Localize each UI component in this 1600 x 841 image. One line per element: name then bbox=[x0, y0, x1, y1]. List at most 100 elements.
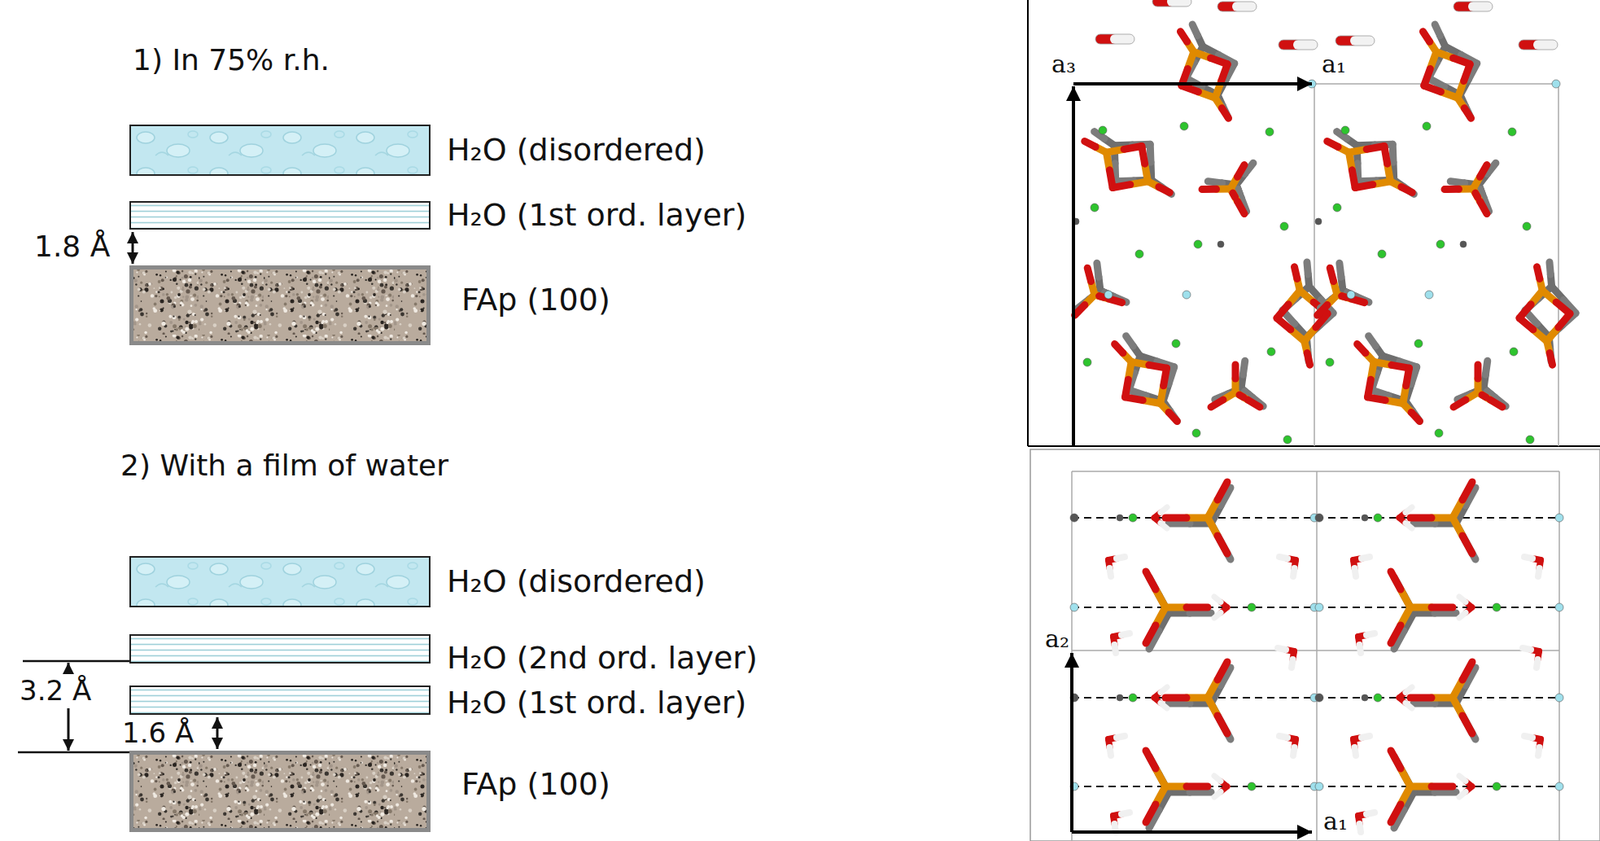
phosphate-group bbox=[1165, 481, 1231, 560]
bond bbox=[1217, 535, 1228, 554]
atom bbox=[1116, 694, 1124, 701]
bond bbox=[1519, 304, 1531, 319]
bond bbox=[1361, 556, 1370, 559]
bond bbox=[1410, 514, 1432, 522]
bond bbox=[1481, 394, 1487, 398]
bond bbox=[1390, 571, 1401, 590]
bond bbox=[1355, 747, 1357, 756]
atom bbox=[1315, 513, 1324, 522]
bond bbox=[1145, 804, 1156, 822]
bond bbox=[1217, 661, 1228, 680]
bond bbox=[1357, 344, 1366, 354]
bond bbox=[1230, 188, 1238, 202]
bond bbox=[1368, 336, 1377, 346]
water-molecule bbox=[1398, 507, 1413, 529]
bond bbox=[1168, 411, 1177, 421]
bond bbox=[1522, 647, 1531, 650]
atom bbox=[1135, 249, 1144, 258]
water-molecule bbox=[1154, 686, 1168, 709]
axis-label: a₂ bbox=[1044, 626, 1070, 652]
bond bbox=[1342, 296, 1347, 298]
dimension-arrow bbox=[67, 708, 70, 751]
layer-label: H₂O (disordered) bbox=[446, 564, 706, 599]
reference-line bbox=[22, 660, 130, 663]
atom bbox=[1361, 694, 1369, 701]
phosphate-group bbox=[1410, 481, 1476, 560]
water-band: H₂O (disordered) bbox=[129, 124, 431, 176]
atom bbox=[1104, 290, 1113, 299]
atom bbox=[1192, 428, 1201, 438]
water-molecule bbox=[1152, 0, 1192, 7]
bond bbox=[1165, 514, 1187, 522]
bond bbox=[1524, 556, 1533, 559]
bond bbox=[1474, 364, 1482, 379]
bond bbox=[1524, 735, 1533, 738]
bond bbox=[1237, 201, 1244, 214]
band-fill bbox=[131, 202, 429, 228]
bond bbox=[1487, 391, 1492, 395]
bond bbox=[1307, 353, 1310, 366]
outline bbox=[1278, 39, 1318, 50]
outline bbox=[1217, 1, 1257, 12]
molecules bbox=[1070, 0, 1576, 832]
bond bbox=[1410, 694, 1432, 702]
water-molecule bbox=[1358, 812, 1375, 832]
bond bbox=[1390, 625, 1401, 643]
water-molecule bbox=[1518, 39, 1558, 50]
atom bbox=[1361, 514, 1369, 521]
water-molecule bbox=[1524, 735, 1541, 756]
axis-arrows bbox=[1071, 83, 1312, 832]
water-molecule bbox=[1113, 633, 1130, 653]
bond bbox=[1121, 812, 1130, 814]
bond bbox=[1293, 747, 1295, 756]
dimension-label: 1.6 Å bbox=[122, 718, 194, 747]
panel-border bbox=[1027, 0, 1029, 446]
dimension-arrow bbox=[131, 231, 135, 264]
water-molecule bbox=[1108, 556, 1125, 577]
phosphate-group bbox=[1180, 24, 1234, 119]
bond bbox=[1444, 185, 1459, 193]
water-molecule bbox=[1214, 775, 1228, 797]
atom bbox=[1555, 693, 1564, 702]
dashed-rows bbox=[1071, 517, 1563, 787]
ordered-layer-band: H₂O (1st ord. layer) bbox=[129, 201, 431, 230]
atom bbox=[1083, 358, 1092, 367]
phosphate-group bbox=[1210, 360, 1264, 407]
phosphate-group bbox=[1202, 162, 1254, 214]
bond bbox=[1459, 775, 1466, 782]
bond bbox=[1126, 336, 1134, 346]
band-fill bbox=[131, 557, 429, 606]
water-molecule bbox=[1108, 735, 1125, 756]
bond bbox=[1475, 192, 1478, 197]
atom bbox=[1555, 513, 1564, 522]
atom bbox=[1460, 240, 1467, 248]
bond bbox=[1237, 188, 1240, 193]
atom bbox=[1247, 603, 1256, 612]
bond bbox=[1459, 596, 1466, 603]
atom bbox=[1522, 222, 1531, 231]
outline bbox=[1335, 35, 1375, 46]
bond bbox=[1232, 192, 1236, 197]
atom bbox=[1414, 339, 1423, 348]
bond bbox=[1434, 24, 1440, 36]
axis-label: a₁ bbox=[1323, 808, 1348, 834]
bond bbox=[1406, 367, 1410, 386]
ordered-layer-band: H₂O (2nd ord. layer) bbox=[129, 633, 431, 664]
bond bbox=[1405, 507, 1413, 513]
bond bbox=[1207, 181, 1222, 184]
water-molecule bbox=[1217, 1, 1257, 12]
bond bbox=[1462, 715, 1473, 734]
water-molecule bbox=[1524, 556, 1541, 577]
bond bbox=[1359, 644, 1362, 653]
bond bbox=[1411, 411, 1420, 421]
bond bbox=[1192, 24, 1198, 36]
substrate-block: FAp (100) bbox=[129, 750, 431, 832]
bond bbox=[1235, 392, 1248, 400]
bond bbox=[1405, 523, 1413, 529]
bond bbox=[1327, 141, 1338, 148]
bond bbox=[1366, 812, 1375, 814]
bond bbox=[1160, 686, 1168, 693]
atom bbox=[1171, 339, 1181, 348]
atom bbox=[1551, 79, 1561, 88]
